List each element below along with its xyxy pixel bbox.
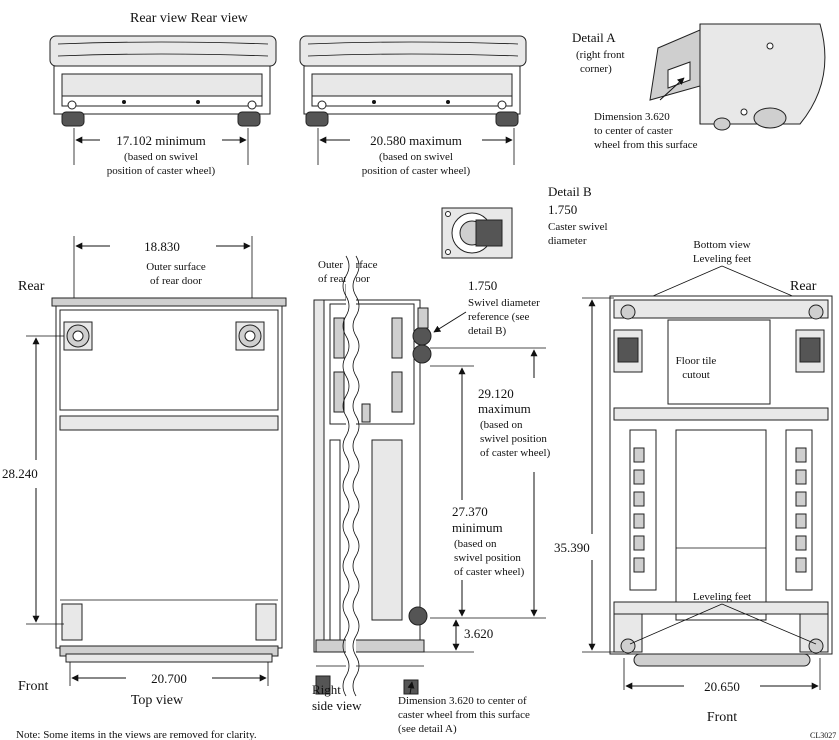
rear-view-left-drawing (49, 35, 277, 127)
detail-a-sub-2: corner) (580, 63, 612, 75)
side-bottom-leader (407, 681, 415, 695)
rear-left-note-2: position of caster wheel) (107, 165, 216, 177)
footer-code: CL3027 (810, 731, 836, 740)
side-bottom-note-1: Dimension 3.620 to center of (398, 695, 527, 707)
rear-view-right-drawing (299, 35, 527, 127)
side-caption-1: Right (312, 682, 341, 697)
top-bottom-width-value: 20.700 (151, 671, 187, 686)
top-front-label: Front (18, 679, 48, 694)
side-caster-value: 3.620 (464, 626, 493, 641)
detail-b-title: Detail B (548, 184, 592, 199)
bottom-leveling-leader-b (721, 603, 817, 645)
bottom-leveling-feet: Leveling feet (693, 591, 751, 603)
detail-a-note-3: wheel from this surface (594, 139, 698, 151)
detail-b-note-1: Caster swivel (548, 221, 608, 233)
rear-left-dimension: 17.102 minimum (116, 133, 206, 148)
top-view-drawing (51, 297, 287, 663)
detail-a-note-2: to center of caster (594, 125, 673, 137)
rear-left-note-1: (based on swivel (124, 151, 198, 163)
side-swivel-leader (433, 311, 467, 333)
detail-a-note-1: Dimension 3.620 (594, 111, 670, 123)
side-view: Outer surface of rear door (312, 255, 551, 735)
side-min-4: of caster wheel) (454, 566, 525, 578)
detail-b: Detail B 1.750 Caster swivel diameter (441, 184, 608, 259)
side-max-2: (based on (480, 419, 523, 431)
rear-right-note-2: position of caster wheel) (362, 165, 471, 177)
bottom-width-value: 20.650 (704, 679, 740, 694)
bottom-front-label: Front (707, 710, 737, 725)
side-bottom-note-3: (see detail A) (398, 723, 457, 735)
bottom-depth-value: 35.390 (554, 540, 590, 555)
detail-a-sub-1: (right front (576, 49, 625, 61)
side-swivel-note-2: reference (see (468, 311, 529, 323)
rear-right-dimension: 20.580 maximum (370, 133, 462, 148)
side-max-3: swivel position (480, 433, 547, 445)
side-swivel-note-1: Swivel diameter (468, 297, 540, 309)
detail-a: Detail A (right front corner) Dimension … (572, 23, 826, 151)
top-outer-surface-1: Outer surface (146, 261, 206, 273)
top-depth-value: 28.240 (2, 466, 38, 481)
detail-b-value: 1.750 (548, 202, 577, 217)
rear-right-note-1: (based on swivel (379, 151, 453, 163)
side-min-3: swivel position (454, 552, 521, 564)
top-view-caption: Top view (131, 693, 184, 708)
bottom-view: Bottom view Leveling feet Rear (554, 239, 833, 725)
side-view-drawing (313, 255, 432, 697)
bottom-title-1: Bottom view (693, 239, 750, 251)
side-max-4: of caster wheel) (480, 447, 551, 459)
footer-note: Note: Some items in the views are remove… (16, 729, 257, 740)
side-bottom-note-2: caster wheel from this surface (398, 709, 530, 721)
detail-a-title: Detail A (572, 30, 616, 45)
bottom-title-2: Leveling feet (693, 253, 751, 265)
bottom-floor-tile-1: Floor tile (676, 355, 717, 367)
bottom-floor-tile-2: cutout (682, 369, 710, 381)
top-outer-surface-2: of rear door (150, 275, 202, 287)
top-view: Rear Front 18.830 Outer surface of rear … (2, 236, 287, 708)
bottom-rear-label: Rear (790, 279, 817, 294)
top-width-value: 18.830 (144, 239, 180, 254)
side-min-value: 27.370 (452, 504, 488, 519)
side-caption-2: side view (312, 698, 362, 713)
bottom-leveling-leader-a (629, 603, 723, 645)
rear-views-title: Rear view Rear view (130, 11, 249, 26)
detail-b-note-2: diameter (548, 235, 587, 247)
detail-b-drawing (441, 207, 513, 259)
detail-a-leader (659, 77, 685, 101)
detail-a-drawing (649, 23, 826, 131)
rear-views: Rear view Rear view 17.102 minimum (base… (49, 11, 527, 177)
side-max-1: maximum (478, 401, 531, 416)
side-swivel-note-3: detail B) (468, 325, 507, 337)
bottom-view-drawing (609, 295, 833, 667)
side-max-value: 29.120 (478, 386, 514, 401)
side-min-1: minimum (452, 520, 503, 535)
side-min-2: (based on (454, 538, 497, 550)
side-swivel-value: 1.750 (468, 278, 497, 293)
top-rear-label: Rear (18, 279, 45, 294)
